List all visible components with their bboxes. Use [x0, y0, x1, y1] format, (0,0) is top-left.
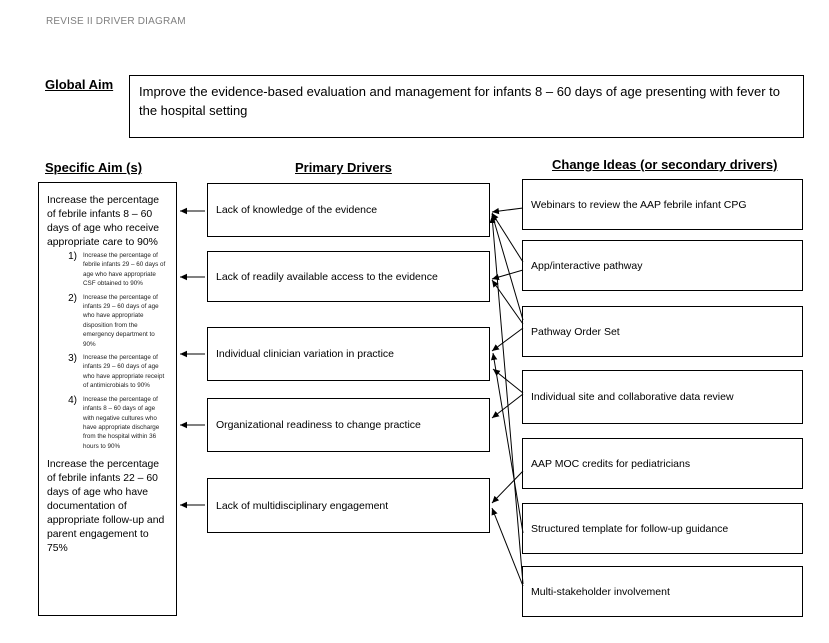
- primary-driver-readiness: Organizational readiness to change pract…: [207, 398, 490, 452]
- specific-sub-aims-list: 1) Increase the percentage of febrile in…: [47, 251, 168, 451]
- document-header: REVISE II DRIVER DIAGRAM: [46, 16, 186, 27]
- sub-aim-number: 3): [68, 353, 77, 365]
- primary-driver-engagement: Lack of multidisciplinary engagement: [207, 478, 490, 533]
- global-aim-heading: Global Aim: [45, 77, 114, 92]
- arrow-moc-to-engagement: [491, 470, 524, 504]
- change-idea-webinars: Webinars to review the AAP febrile infan…: [522, 179, 803, 230]
- change-idea-label: Multi-stakeholder involvement: [531, 585, 670, 598]
- specific-aim-main: Increase the percentage of febrile infan…: [47, 195, 160, 248]
- arrow-datareview-to-readiness: [491, 393, 524, 419]
- arrow-orderset-to-knowledge: [490, 213, 524, 321]
- sub-aim-text: Increase the percentage of febrile infan…: [83, 252, 166, 288]
- change-idea-label: Pathway Order Set: [531, 325, 620, 338]
- primary-driver-label: Lack of multidisciplinary engagement: [216, 499, 389, 512]
- specific-aims-box: Increase the percentage of febrile infan…: [38, 182, 177, 616]
- primary-drivers-heading: Primary Drivers: [295, 160, 392, 175]
- primary-driver-label: Lack of readily available access to the …: [216, 270, 438, 283]
- sub-aim-number: 4): [68, 394, 77, 406]
- specific-aim-secondary: Increase the percentage of febrile infan…: [47, 459, 165, 555]
- sub-aim-number: 1): [68, 251, 77, 262]
- sub-aim-text: Increase the percentage of infants 29 – …: [83, 354, 165, 390]
- sub-aim-number: 2): [68, 292, 77, 304]
- change-idea-app-pathway: App/interactive pathway: [522, 240, 803, 291]
- list-item: 1) Increase the percentage of febrile in…: [47, 251, 168, 289]
- primary-driver-label: Lack of knowledge of the evidence: [216, 204, 378, 216]
- global-aim-box: Improve the evidence-based evaluation an…: [129, 75, 804, 138]
- list-item: 4) Increase the percentage of infants 8 …: [47, 395, 168, 451]
- arrow-webinars-to-knowledge: [491, 207, 524, 215]
- change-idea-multistakeholder: Multi-stakeholder involvement: [522, 566, 803, 617]
- change-idea-label: Structured template for follow-up guidan…: [531, 522, 729, 535]
- change-idea-followup-template: Structured template for follow-up guidan…: [522, 503, 803, 554]
- change-idea-order-set: Pathway Order Set: [522, 306, 803, 357]
- change-ideas-heading: Change Ideas (or secondary drivers): [552, 157, 778, 172]
- sub-aim-text: Increase the percentage of infants 8 – 6…: [83, 395, 160, 450]
- arrow-template-to-variation: [490, 352, 524, 534]
- arrow-multistakeholder-to-engagement: [491, 507, 524, 587]
- arrow-app-to-knowledge: [491, 212, 524, 263]
- sub-aim-text: Increase the percentage of infants 29 – …: [83, 293, 159, 348]
- primary-driver-knowledge: Lack of knowledge of the evidence: [207, 183, 490, 237]
- primary-driver-label: Individual clinician variation in practi…: [216, 348, 395, 360]
- primary-driver-variation: Individual clinician variation in practi…: [207, 327, 490, 381]
- arrow-app-to-access: [491, 269, 524, 281]
- list-item: 2) Increase the percentage of infants 29…: [47, 293, 168, 349]
- change-idea-moc-credits: AAP MOC credits for pediatricians: [522, 438, 803, 489]
- specific-aims-heading: Specific Aim (s): [45, 160, 143, 175]
- change-idea-label: Webinars to review the AAP febrile infan…: [531, 198, 747, 211]
- global-aim-text: Improve the evidence-based evaluation an…: [139, 84, 781, 118]
- arrow-datareview-to-variation: [492, 368, 524, 394]
- primary-driver-label: Organizational readiness to change pract…: [216, 419, 421, 431]
- arrow-orderset-to-variation: [491, 327, 524, 352]
- change-idea-label: App/interactive pathway: [531, 259, 643, 272]
- primary-driver-access: Lack of readily available access to the …: [207, 251, 490, 302]
- change-idea-data-review: Individual site and collaborative data r…: [522, 370, 803, 424]
- list-item: 3) Increase the percentage of infants 29…: [47, 353, 168, 391]
- change-idea-label: Individual site and collaborative data r…: [531, 391, 734, 403]
- arrow-orderset-to-access: [491, 279, 524, 325]
- change-idea-label: AAP MOC credits for pediatricians: [531, 457, 691, 470]
- arrow-multistakeholder-to-knowledge: [489, 215, 524, 585]
